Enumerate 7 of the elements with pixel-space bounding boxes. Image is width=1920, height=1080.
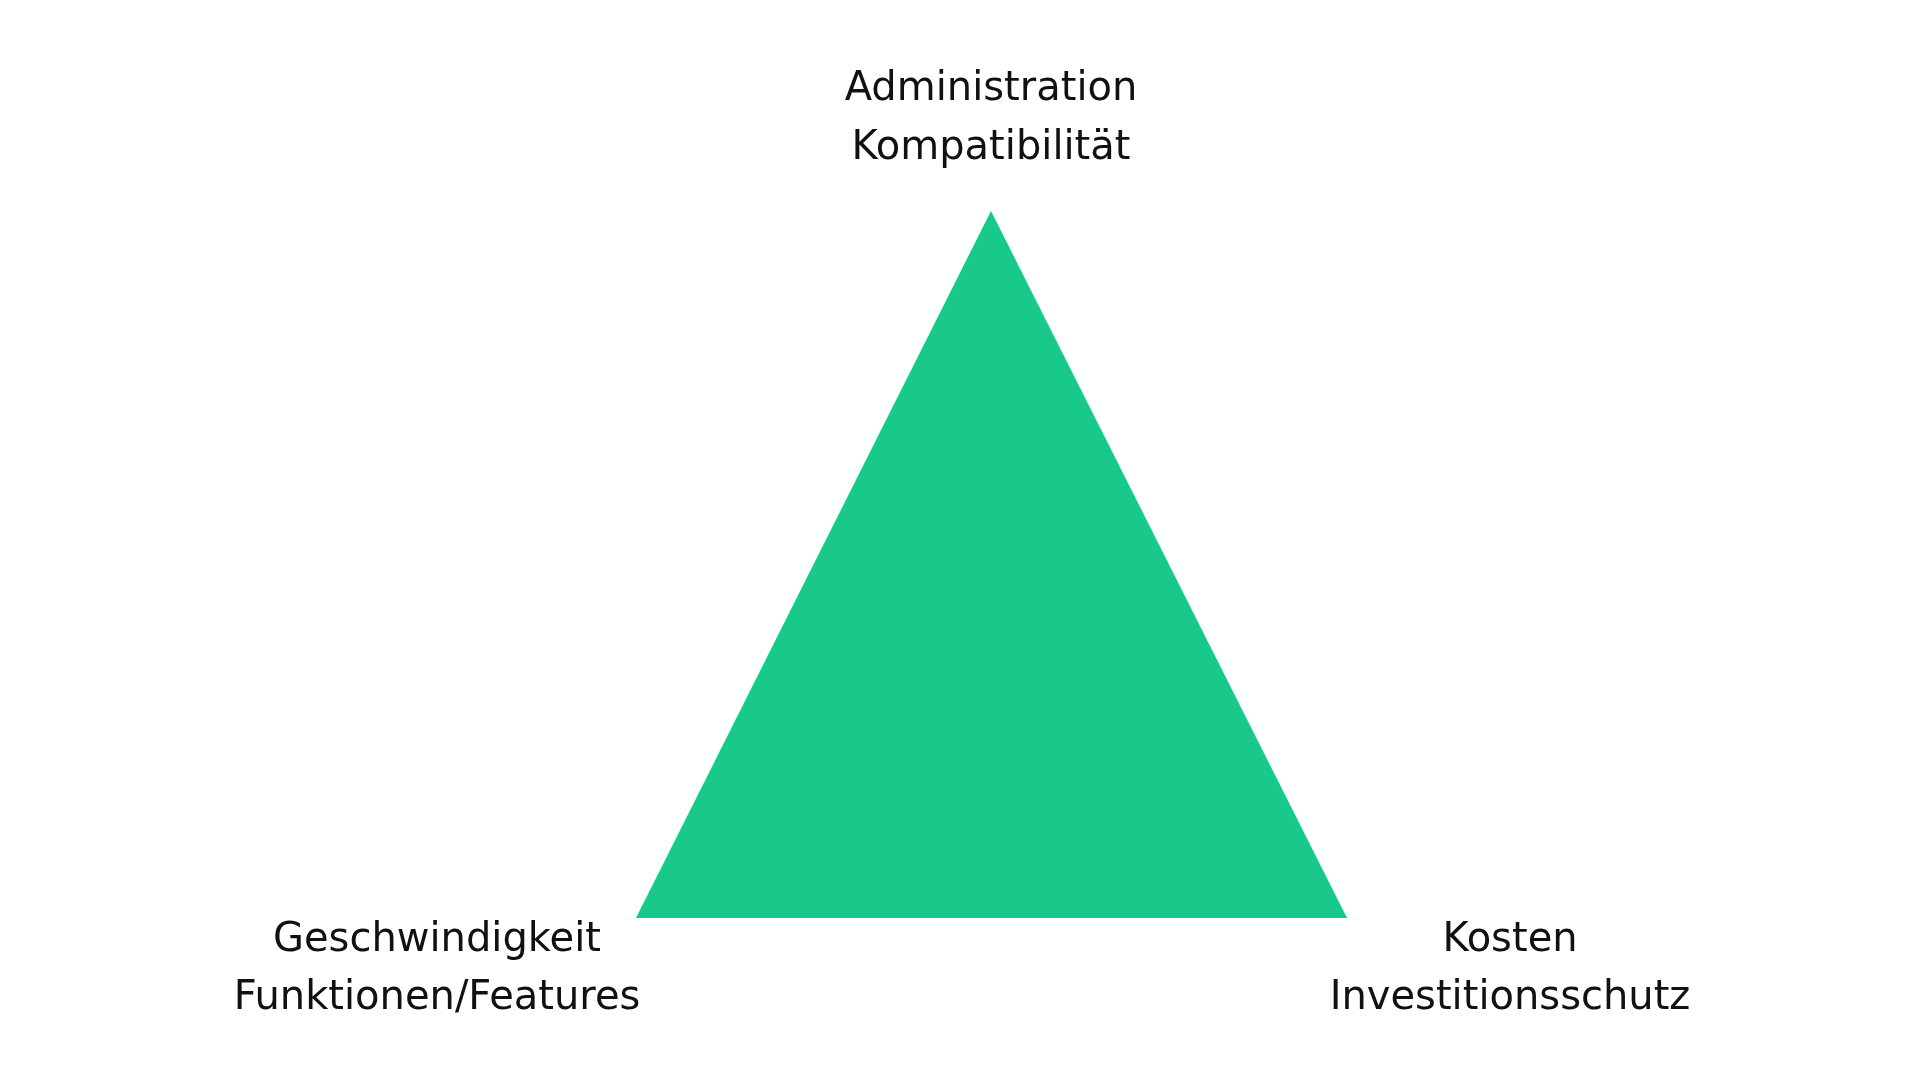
corner-label: Investitionsschutz <box>1329 971 1691 1019</box>
corner-label: Geschwindigkeit <box>273 913 601 961</box>
corner-label: Kompatibilität <box>851 121 1131 169</box>
corner-label: Kosten <box>1442 913 1578 961</box>
triangle-shape <box>636 211 1347 918</box>
corner-label: Funktionen/Features <box>233 971 641 1019</box>
corner-label: Administration <box>844 62 1138 110</box>
